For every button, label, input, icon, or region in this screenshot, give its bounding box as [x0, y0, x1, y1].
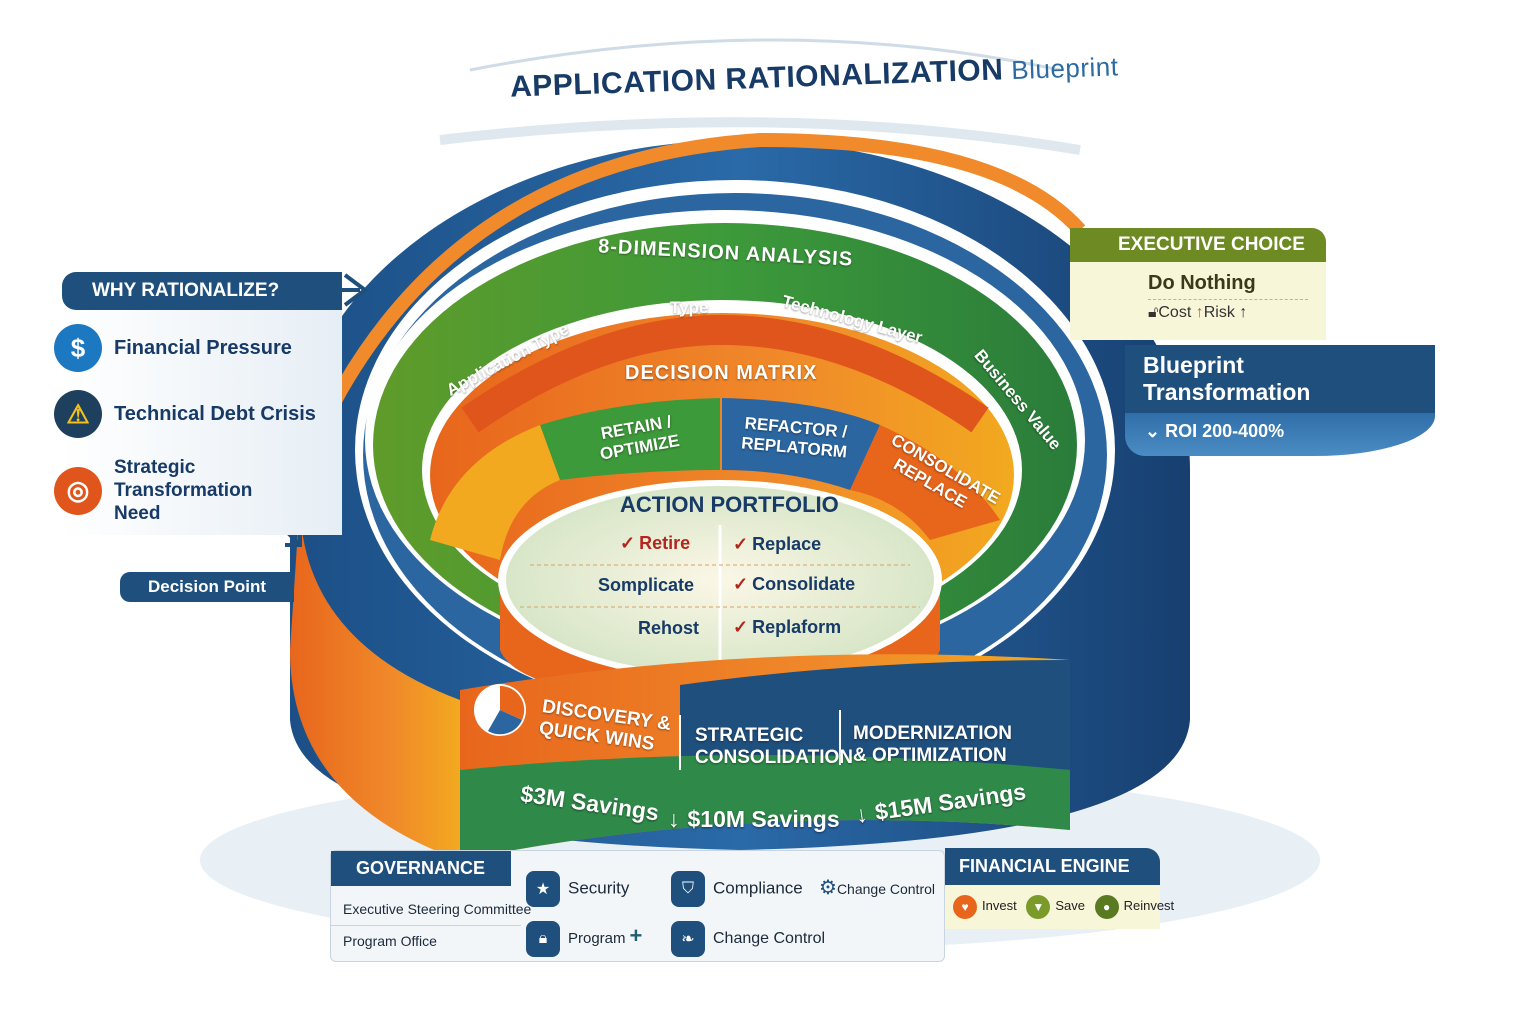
action-retire: ✓Retire — [620, 533, 691, 553]
action-rehost: Rehost — [638, 618, 700, 638]
decision-matrix-label: DECISION MATRIX — [625, 362, 818, 384]
gov-program: 🔒︎Program+ — [526, 921, 642, 957]
financial-save: ▼Save — [1026, 895, 1085, 919]
target-icon: ◎ — [54, 466, 102, 515]
governance-body-program-office: Program Office — [343, 933, 437, 949]
governance-header: GOVERNANCE — [331, 851, 511, 886]
action-somplicate: Somplicate — [598, 575, 695, 595]
phase-consolidation: STRATEGIC CONSOLIDATION — [695, 725, 853, 768]
shield-icon: ⛉ — [671, 871, 705, 907]
roi-indicator: ⌄ ROI 200-400% — [1125, 413, 1435, 456]
financial-engine-panel: FINANCIAL ENGINE ♥Invest ▼Save ●Reinvest — [945, 848, 1174, 929]
gear-icon: ⚙ — [819, 877, 837, 899]
heart-icon: ♥ — [953, 895, 977, 919]
governance-body-steering-committee: Executive Steering Committee — [343, 901, 532, 917]
analysis-segment-type: Type — [670, 298, 709, 317]
blueprint-transformation-header: Blueprint Transformation — [1125, 345, 1435, 413]
arrow-up-icon: ↑ — [1195, 304, 1204, 321]
why-item-financial: $ Financial Pressure — [54, 324, 342, 372]
cost-risk-indicator: 🔓︎Cost ↑Risk ↑ — [1148, 304, 1248, 321]
decision-point-label: Decision Point — [120, 572, 295, 602]
chevron-down-icon: ⌄ — [1145, 421, 1166, 441]
plus-icon: + — [629, 922, 643, 948]
executive-choice-panel: EXECUTIVE CHOICE Do Nothing 🔓︎Cost ↑Risk… — [1070, 228, 1326, 340]
savings-phase-2: ↓$10M Savings — [668, 806, 840, 832]
executive-choice-header: EXECUTIVE CHOICE — [1070, 228, 1326, 262]
lock-icon: 🔓︎ — [1148, 304, 1159, 321]
blueprint-transformation-panel: Blueprint Transformation ⌄ ROI 200-400% — [1125, 345, 1435, 456]
phase-modernization: MODERNIZATION & OPTIMIZATION — [853, 723, 1013, 766]
action-replace: ✓Replace — [733, 534, 822, 554]
do-nothing-option: Do Nothing — [1148, 272, 1308, 300]
action-replaform: ✓Replaform — [733, 617, 842, 637]
shield-icon: ▼ — [1026, 895, 1051, 919]
why-item-tech-debt: ⚠ Technical Debt Crisis — [54, 390, 342, 438]
warning-icon: ⚠ — [54, 390, 102, 438]
cycle-icon: ● — [1094, 895, 1119, 919]
lock-icon: 🔒︎ — [526, 921, 560, 957]
action-portfolio-title: ACTION PORTFOLIO — [620, 492, 839, 517]
shield-star-icon: ★ — [526, 871, 560, 907]
gov-change-control-2: ❧Change Control — [671, 921, 825, 957]
why-item-strategic: ◎ Strategic Transformation Need — [54, 456, 294, 525]
arrow-up-icon: ↑ — [1239, 304, 1248, 321]
gov-compliance: ⛉Compliance — [671, 871, 803, 907]
gov-change-control: ⚙Change Control — [819, 877, 935, 899]
arrow-down-icon: ↓ — [853, 800, 869, 828]
financial-invest: ♥Invest — [953, 895, 1017, 919]
financial-engine-header: FINANCIAL ENGINE — [945, 848, 1160, 885]
governance-panel: GOVERNANCE Executive Steering Committee … — [330, 850, 945, 962]
arrow-down-icon: ↓ — [668, 806, 680, 832]
why-rationalize-panel: WHY RATIONALIZE? $ Financial Pressure ⚠ … — [54, 272, 342, 535]
gov-security: ★Security — [526, 871, 629, 907]
why-rationalize-header: WHY RATIONALIZE? — [62, 272, 342, 310]
financial-reinvest: ●Reinvest — [1094, 895, 1174, 919]
action-consolidate: ✓Consolidate — [733, 574, 856, 594]
leaf-shield-icon: ❧ — [671, 921, 705, 957]
dollar-icon: $ — [54, 324, 102, 372]
